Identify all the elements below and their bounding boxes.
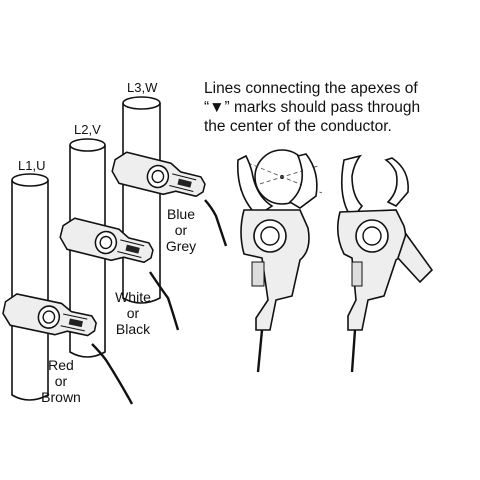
clamp-closeup-right	[336, 154, 434, 373]
clamp-l1	[0, 291, 134, 405]
wire-label-l1: Red or Brown	[36, 357, 86, 405]
instruction-line-2: “▼” marks should pass through	[204, 99, 421, 116]
instruction-note: Lines connecting the apexes of “▼” marks…	[204, 79, 474, 136]
clamp-closeup-left	[236, 149, 323, 373]
wire-label-l2-line-3: Black	[115, 321, 151, 337]
wire-label-l3: Blue or Grey	[158, 206, 204, 254]
wire-label-l3-line-3: Grey	[165, 238, 197, 254]
phase-label-l1: L1,U	[18, 158, 46, 173]
phase-label-l2: L2,V	[74, 122, 101, 137]
phase-label-l3: L3,W	[127, 80, 158, 95]
wire-label-l2: White or Black	[108, 289, 158, 337]
instruction-line-1: Lines connecting the apexes of	[204, 80, 418, 97]
conductor-l1	[11, 173, 49, 401]
instruction-line-3: the center of the conductor.	[204, 118, 392, 135]
wire-label-l3-line-2: or	[174, 222, 188, 238]
wire-label-l3-line-1: Blue	[166, 206, 196, 222]
wire-label-l1-line-2: or	[54, 373, 68, 389]
clamp-l2	[56, 215, 180, 331]
wire-label-l2-line-2: or	[126, 305, 140, 321]
wire-label-l2-line-1: White	[115, 289, 151, 305]
wire-label-l1-line-3: Brown	[41, 389, 81, 405]
clamp-l3	[108, 149, 228, 247]
wire-label-l1-line-1: Red	[48, 357, 74, 373]
conductor-l3	[122, 96, 161, 304]
